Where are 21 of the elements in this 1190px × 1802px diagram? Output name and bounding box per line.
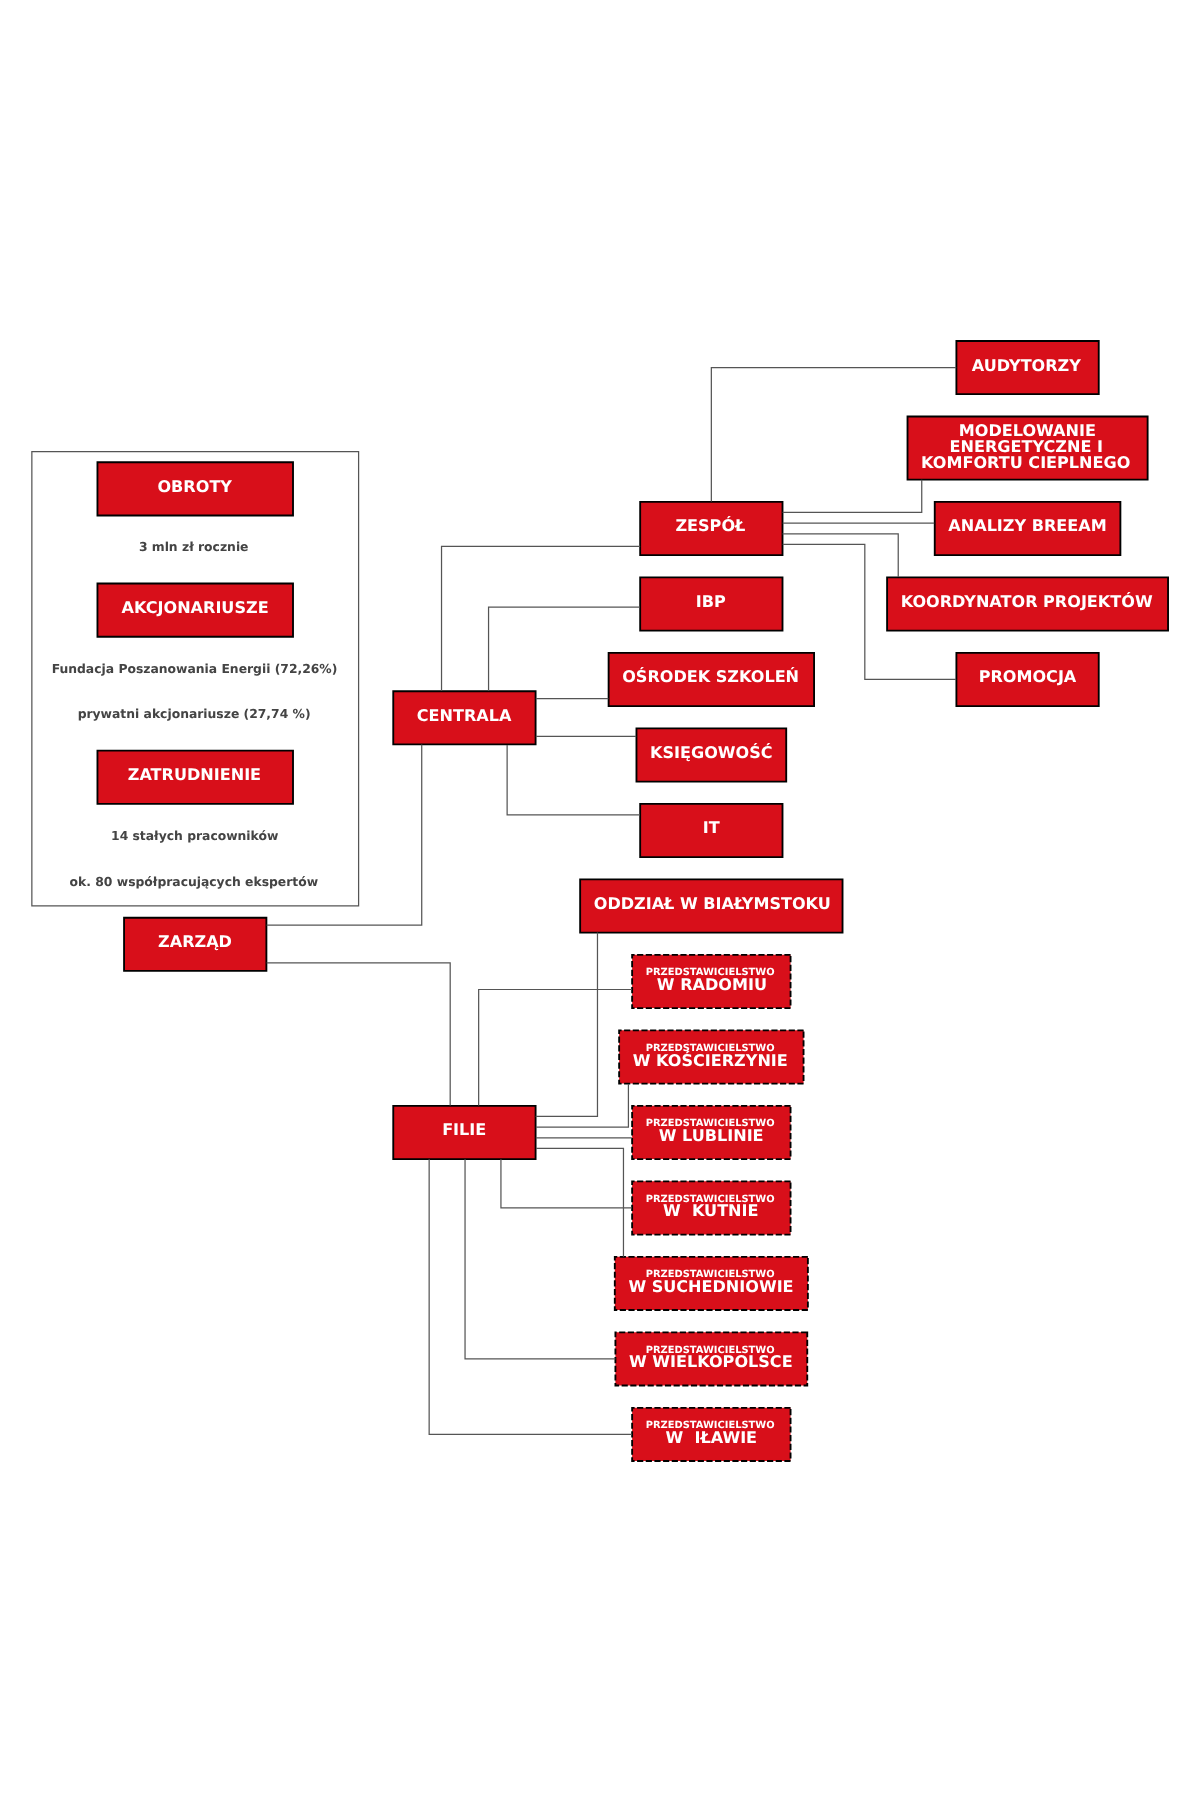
connector <box>535 735 637 737</box>
connector <box>428 1158 633 1436</box>
connector <box>781 533 899 578</box>
connector <box>487 606 641 692</box>
connector <box>478 988 633 1107</box>
connector <box>506 744 641 816</box>
connector <box>265 743 423 926</box>
connector <box>535 1137 633 1139</box>
connector <box>265 962 451 1107</box>
connector <box>782 522 935 524</box>
connector <box>710 366 957 503</box>
connector <box>464 1158 617 1360</box>
connector <box>535 932 599 1118</box>
connector <box>535 1147 625 1258</box>
connector <box>440 545 641 692</box>
connector <box>535 1083 630 1128</box>
connector <box>500 1158 633 1209</box>
connector <box>782 543 957 681</box>
cluster <box>31 451 360 907</box>
connector <box>535 698 609 700</box>
connector <box>781 479 923 514</box>
